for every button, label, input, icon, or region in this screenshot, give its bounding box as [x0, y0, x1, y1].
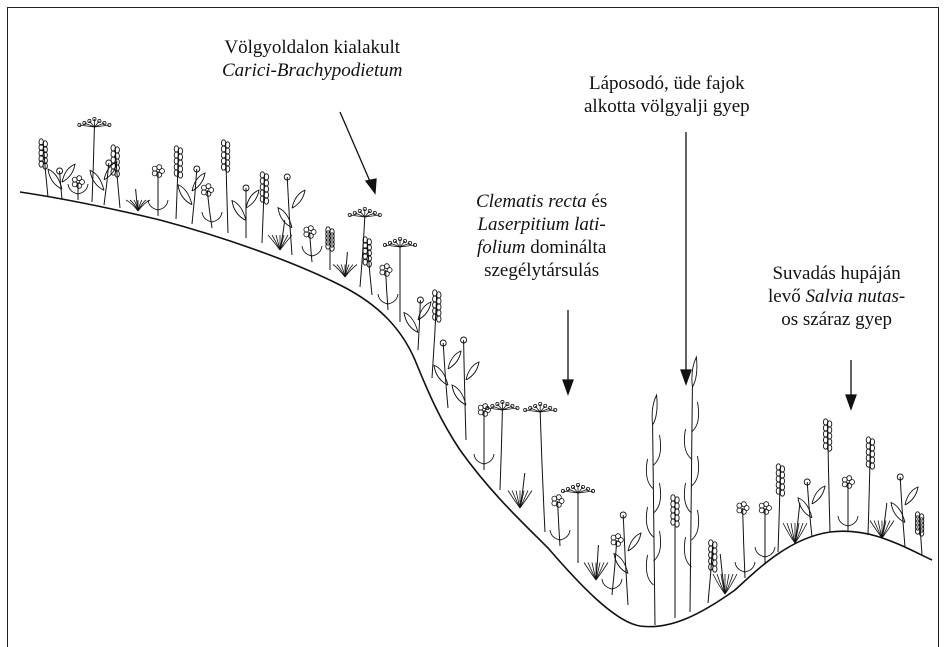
- arrow-fringe: [563, 310, 573, 394]
- label-fringe-taxon2a: Laserpitium lati-: [477, 214, 605, 235]
- label-hump-line3: os száraz gyep: [768, 308, 905, 331]
- arrow-valley-bottom: [681, 132, 691, 384]
- label-valley-bottom-line1: Láposodó, üde fajok: [584, 72, 750, 95]
- label-valley-bottom: Láposodó, üde fajok alkotta völgyalji gy…: [584, 72, 750, 118]
- label-valley-side-taxon: Carici-Brachypodietum: [222, 60, 402, 81]
- label-hump-line1: Suvadás hupáján: [768, 262, 905, 285]
- label-fringe-conj: és: [587, 191, 608, 212]
- label-fringe-taxon2b: folium: [477, 237, 526, 258]
- arrow-valley-side: [340, 112, 376, 193]
- label-valley-side: Völgyoldalon kialakult Carici-Brachypodi…: [222, 36, 402, 82]
- label-fringe-taxon1: Clematis recta: [476, 191, 587, 212]
- label-hump-taxon: Salvia nutas: [805, 286, 898, 307]
- label-fringe-dominated: dominálta: [526, 237, 607, 258]
- label-fringe-line4: szegélytársulás: [476, 259, 607, 282]
- arrow-hump: [846, 360, 856, 409]
- label-valley-side-line1: Völgyoldalon kialakult: [222, 36, 402, 59]
- label-fringe: Clematis recta és Laserpitium lati- foli…: [476, 190, 607, 282]
- label-hump: Suvadás hupáján levő Salvia nutas- os sz…: [768, 262, 905, 331]
- label-valley-bottom-line2: alkotta völgyalji gyep: [584, 95, 750, 118]
- label-hump-post: -: [899, 286, 905, 307]
- label-hump-pre: levő: [768, 286, 805, 307]
